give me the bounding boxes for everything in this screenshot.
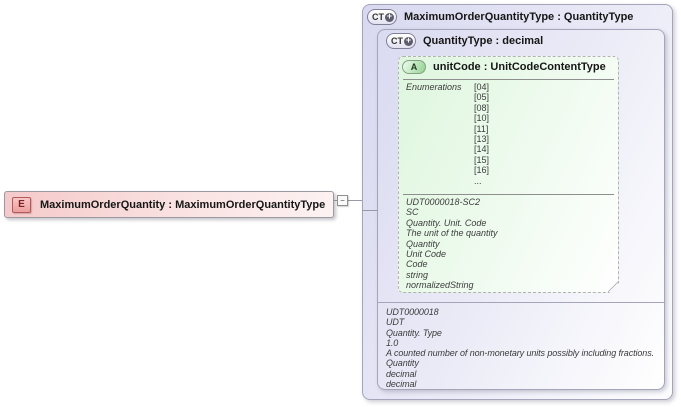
annotation-row: The unit of the quantity [406,228,498,239]
enumeration-value: [11] [474,123,489,134]
complex-type-icon-label: CT [391,36,403,46]
outer-type-title: MaximumOrderQuantityType : QuantityType [404,11,634,23]
annotation-row: decimal [386,379,417,390]
separator [403,194,614,195]
complex-type-icon: CT + [367,9,397,25]
enumeration-value: [04] [474,82,490,92]
annotation-row: SC [406,207,419,218]
annotation-row: 1.0 [386,337,399,348]
attribute-icon: A [402,60,426,74]
annotation-row: Quantity [386,358,419,369]
enumeration-value: [13] [474,134,490,145]
attribute-header[interactable]: A unitCode : UnitCodeContentType [402,60,606,74]
element-icon: E [12,196,31,213]
element-title: MaximumOrderQuantity : MaximumOrderQuant… [40,198,326,211]
outer-type-header[interactable]: CT + MaximumOrderQuantityType : Quantity… [367,9,633,25]
enumerations-values: [04] [05] [08] [10] [11] [13] [14] [15] … [474,82,489,186]
separator [378,302,664,303]
enumeration-value: [16] [474,165,490,176]
annotation-row: A counted number of non-monetary units p… [386,348,655,359]
annotation-row: Quantity. Unit. Code [406,217,487,228]
separator [403,79,614,80]
complex-type-icon: CT + [386,33,416,49]
complex-type-icon-label: CT [372,12,384,22]
attribute-annotations: UDT0000018-SC2 SC Quantity. Unit. Code T… [406,197,498,291]
annotation-row: UDT0000018 [386,307,439,317]
annotation-row: Code [406,259,428,270]
enumeration-value: [10] [474,113,490,124]
enumeration-value: [05] [474,92,490,103]
annotation-row: Unit Code [406,249,447,260]
complex-type-node-outer[interactable]: CT + MaximumOrderQuantityType : Quantity… [362,4,673,400]
enumeration-value: [14] [474,144,490,155]
annotation-row: UDT0000018-SC2 [406,197,481,207]
enumeration-value-more: ... [474,175,482,186]
connector-line [334,200,362,201]
annotation-row: string [406,269,429,280]
enumerations-label: Enumerations [406,82,462,92]
type-annotations: UDT0000018 UDT Quantity. Type 1.0 A coun… [386,307,654,389]
attribute-title: unitCode : UnitCodeContentType [433,61,606,73]
collapse-toggle[interactable]: − [337,195,348,206]
annotation-row: Quantity [406,238,440,249]
annotation-row: decimal [386,368,417,379]
attribute-node[interactable]: A unitCode : UnitCodeContentType Enumera… [398,56,619,293]
enumeration-value: [15] [474,154,490,165]
annotation-row: UDT [386,317,405,328]
annotation-row: Quantity. Type [386,327,442,338]
base-type-connector-line [362,210,378,211]
plus-badge-icon: + [385,11,394,22]
enumeration-value: [08] [474,102,490,113]
annotation-row: normalizedString [406,280,474,291]
inner-type-header[interactable]: CT + QuantityType : decimal [386,33,543,49]
element-node[interactable]: E MaximumOrderQuantity : MaximumOrderQua… [4,191,334,218]
minus-icon: − [340,195,345,205]
inner-type-title: QuantityType : decimal [423,35,544,47]
plus-badge-icon: + [404,35,413,46]
enumerations-section: Enumerations [04] [05] [08] [10] [11] [1… [406,82,489,186]
complex-type-node-inner[interactable]: CT + QuantityType : decimal A unitCode :… [377,29,665,390]
